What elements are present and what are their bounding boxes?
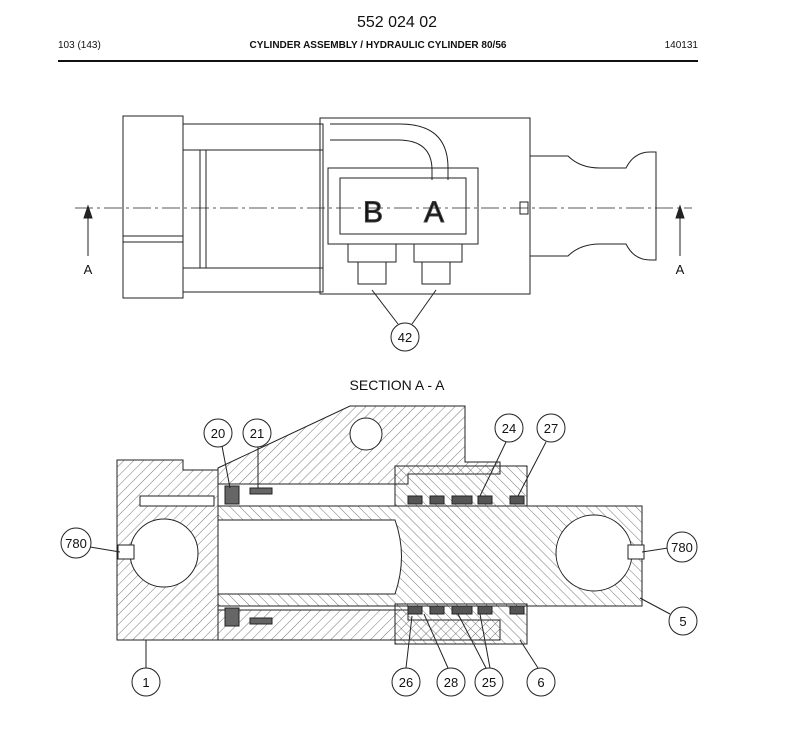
header-row: 103 (143) CYLINDER ASSEMBLY / HYDRAULIC … <box>58 40 698 54</box>
top-view <box>75 115 692 352</box>
callout-label-21: 21 <box>250 426 264 441</box>
page-title: CYLINDER ASSEMBLY / HYDRAULIC CYLINDER 8… <box>249 40 507 51</box>
callout-circle-20 <box>203 418 233 448</box>
callout-label-24: 24 <box>502 421 516 436</box>
callout-label-5: 5 <box>679 614 686 629</box>
pipe-bend <box>330 123 449 180</box>
seal-20 <box>224 485 240 505</box>
callout-label-27: 27 <box>544 421 558 436</box>
document-code: 140131 <box>664 40 698 51</box>
callout-label-25: 25 <box>482 675 496 690</box>
fitting-b <box>347 243 397 263</box>
port-label-b: B <box>363 196 383 229</box>
section-title: SECTION A - A <box>350 377 446 393</box>
callout-circle-25 <box>474 667 504 697</box>
page-reference: 103 (143) <box>58 40 101 51</box>
section-view <box>116 405 645 645</box>
seal-21 <box>249 487 273 495</box>
callout-circle-28 <box>436 667 466 697</box>
rod-eye <box>529 151 657 261</box>
section-mark-right: A <box>676 262 685 277</box>
callout-label-26: 26 <box>399 675 413 690</box>
rod-eye-bore <box>555 514 633 592</box>
callout-label-780-right: 780 <box>671 540 693 555</box>
port-label-a: A <box>424 196 444 229</box>
callout-label-780-left: 780 <box>65 536 87 551</box>
end-cap <box>122 115 184 299</box>
callout-circle-42 <box>390 322 420 352</box>
callout-circle-1 <box>131 667 161 697</box>
port-block <box>327 167 479 245</box>
callout-circle-24 <box>494 413 524 443</box>
header-divider <box>58 60 698 62</box>
callout-circle-26 <box>391 667 421 697</box>
callout-label-6: 6 <box>537 675 544 690</box>
callout-circle-21 <box>242 418 272 448</box>
callouts <box>60 413 698 697</box>
rod-bore <box>217 519 402 595</box>
base-eye <box>129 518 199 588</box>
callout-label-28: 28 <box>444 675 458 690</box>
callout-circle-5 <box>668 606 698 636</box>
callout-circle-780-left <box>60 527 92 559</box>
callout-label-20: 20 <box>211 426 225 441</box>
callout-label-1: 1 <box>142 675 149 690</box>
callout-circle-6 <box>526 667 556 697</box>
fitting-a <box>413 243 463 263</box>
part-number: 552 024 02 <box>356 14 438 31</box>
section-mark-left: A <box>84 262 93 277</box>
callout-label-42: 42 <box>398 330 412 345</box>
callout-circle-27 <box>536 413 566 443</box>
callout-circle-780-right <box>666 531 698 563</box>
